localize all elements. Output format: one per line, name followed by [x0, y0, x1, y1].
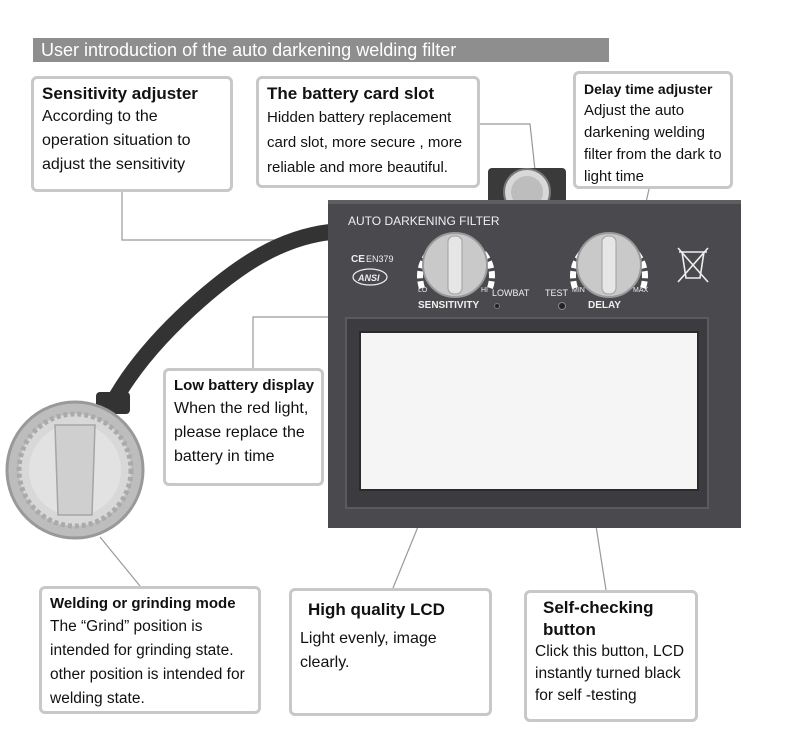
sensitivity-max-label: HI: [481, 287, 488, 294]
sensitivity-label: SENSITIVITY: [418, 300, 479, 311]
delay-max-label: MAX: [633, 287, 649, 294]
test-button[interactable]: [558, 302, 566, 310]
leader-mode: [99, 536, 141, 587]
weee-bin-icon: [677, 247, 709, 283]
callout-lcd: High quality LCD Light evenly, image cle…: [289, 588, 492, 716]
mode-knob[interactable]: [5, 392, 145, 540]
filter-label: AUTO DARKENING FILTER: [348, 214, 500, 228]
callout-body: The “Grind” position is intended for gri…: [50, 618, 245, 707]
callout-title: The battery card slot: [267, 84, 435, 103]
callout-sensitivity: Sensitivity adjuster According to the op…: [31, 76, 233, 192]
callout-delay: Delay time adjuster Adjust the auto dark…: [573, 71, 733, 189]
delay-min-label: MIN: [572, 287, 585, 294]
delay-label: DELAY: [588, 300, 621, 311]
ansi-badge-outline: [352, 268, 388, 286]
page-title: User introduction of the auto darkening …: [33, 38, 609, 62]
lowbat-led: [494, 303, 500, 309]
callout-body: According to the operation situation to …: [42, 108, 191, 173]
cable: [102, 224, 338, 416]
ce-mark: CE: [351, 254, 365, 265]
callout-title: Sensitivity adjuster: [42, 84, 198, 103]
callout-title: Delay time adjuster: [584, 81, 713, 97]
callout-title: High quality LCD: [308, 600, 445, 619]
callout-self-check: Self-checking button Click this button, …: [524, 590, 698, 722]
test-label: TEST: [545, 288, 569, 298]
callout-title: Self-checking button: [543, 598, 654, 639]
callout-body: Click this button, LCD instantly turned …: [535, 643, 685, 704]
lowbat-label: LOWBAT: [492, 288, 530, 298]
sensitivity-min-label: LO: [418, 287, 428, 294]
callout-body: Light evenly, image clearly.: [300, 630, 437, 671]
callout-title: Low battery display: [174, 377, 315, 394]
callout-title: Welding or grinding mode: [50, 595, 236, 612]
delay-knob[interactable]: [570, 232, 648, 298]
callout-mode: Welding or grinding mode The “Grind” pos…: [39, 586, 261, 714]
callout-body: Hidden battery replacement card slot, mo…: [267, 109, 463, 176]
lcd-window: [359, 331, 699, 491]
ce-standard: EN379: [366, 254, 394, 264]
callout-body: Adjust the auto darkening welding filter…: [584, 102, 722, 185]
callout-low-battery: Low battery display When the red light, …: [163, 368, 324, 486]
sensitivity-knob[interactable]: [417, 232, 495, 298]
ansi-badge: ANSI: [357, 273, 380, 283]
callout-battery-slot: The battery card slot Hidden battery rep…: [256, 76, 480, 188]
leader-battery-slot: [478, 123, 536, 171]
callout-body: When the red light, please replace the b…: [174, 400, 309, 465]
